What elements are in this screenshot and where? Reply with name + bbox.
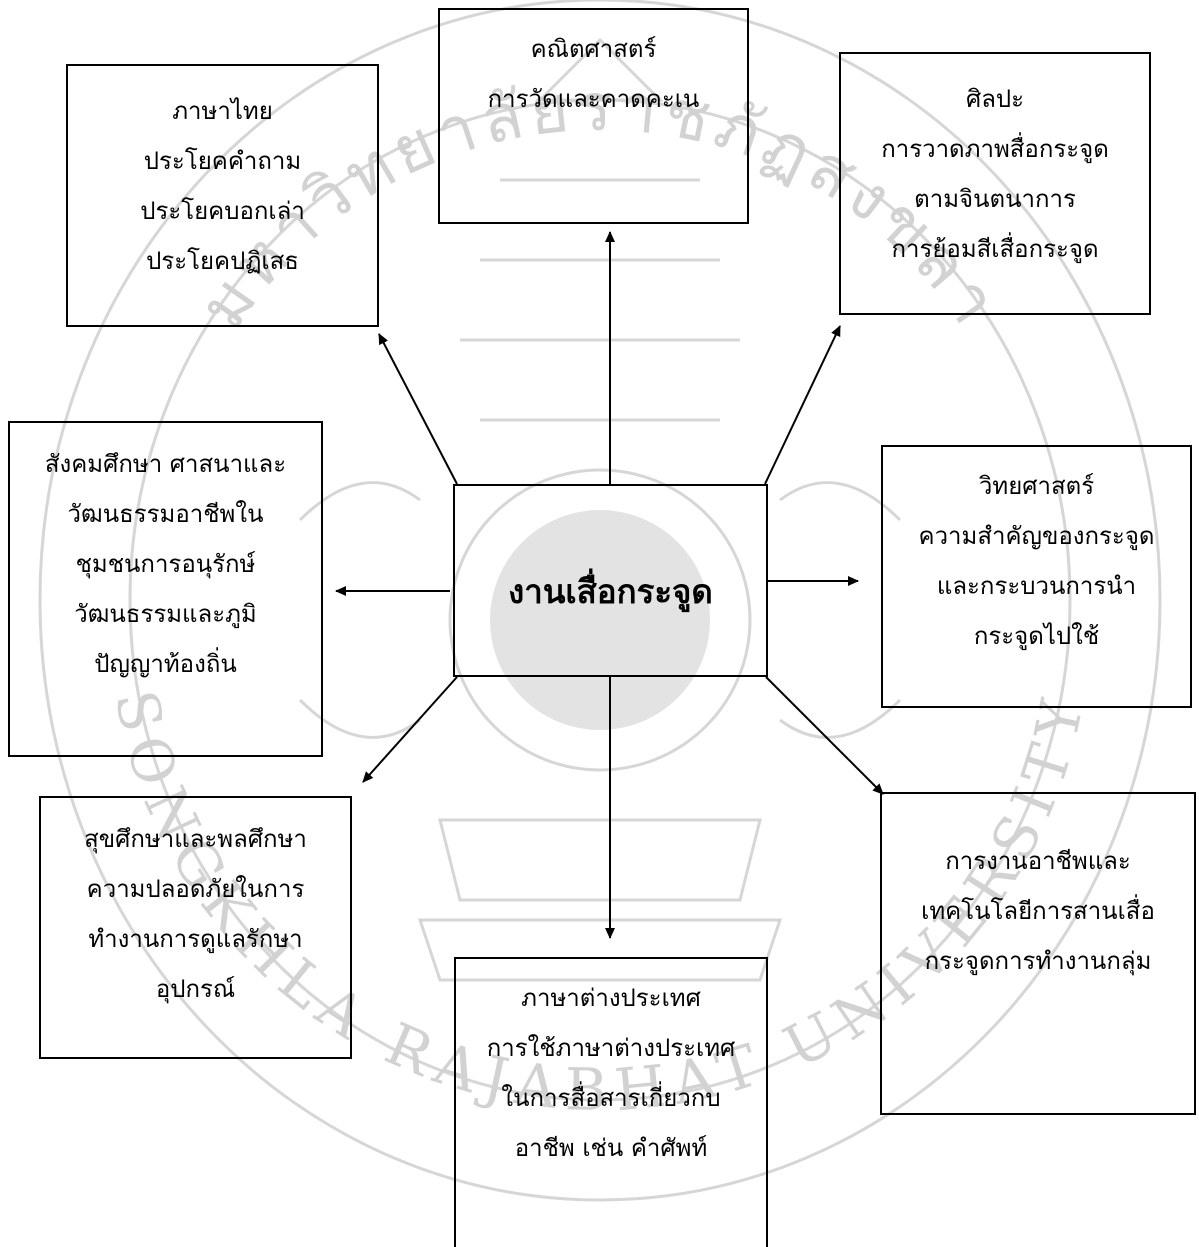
node-career-line: กระจูดการทำงานกลุ่ม (924, 947, 1152, 975)
node-foreign-line: ในการสื่อสารเกี่ยวกบ (501, 1084, 721, 1112)
node-foreign: ภาษาต่างประเทศ การใช้ภาษาต่างประเทศ ในกา… (454, 957, 768, 1247)
arrow-to-career (765, 676, 884, 795)
node-health-line: อุปกรณ์ (155, 975, 236, 1003)
node-science: วิทยศาสตร์ ความสำคัญของกระจูด และกระบวนก… (881, 445, 1192, 708)
node-health-line: ทำงานการดูแลรักษา (88, 925, 303, 953)
node-art: ศิลปะ การวาดภาพสื่อกระจูด ตามจินตนาการ ก… (839, 52, 1151, 315)
node-social-line: ปัญญาท้องถิ่น (94, 650, 237, 678)
node-math: คณิตศาสตร์ การวัดและคาดคะเน (438, 8, 749, 224)
node-foreign-line: การใช้ภาษาต่างประเทศ (486, 1034, 736, 1062)
node-thai: ภาษาไทย ประโยคคำถาม ประโยคบอกเล่า ประโยค… (66, 64, 379, 327)
node-social-title: สังคมศึกษา ศาสนาและ (44, 450, 287, 478)
node-career-title: การงานอาชีพและ (945, 847, 1131, 875)
node-social-line: วัฒนธรรมอาชีพใน (67, 500, 264, 528)
node-science-title: วิทยศาสตร์ (978, 472, 1095, 500)
connector-arrows (335, 231, 884, 939)
node-thai-line: ประโยคปฏิเสธ (146, 247, 299, 275)
node-math-line: การวัดและคาดคะเน (487, 85, 700, 113)
node-art-line: ตามจินตนาการ (914, 185, 1076, 213)
node-health: สุขศึกษาและพลศึกษา ความปลอดภัยในการ ทำงา… (39, 796, 352, 1059)
node-science-line: ความสำคัญของกระจูด (918, 522, 1155, 550)
arrow-to-art (764, 325, 841, 485)
node-social-line: ชุมชนการอนุรักษ์ (75, 550, 256, 578)
node-science-line: กระจูดไปใช้ (973, 622, 1100, 650)
node-social-line: วัฒนธรรมและภูมิ (74, 600, 257, 628)
concept-map: มหาวิทยาลัยราชภัฏสงขลา SONGKHLA RAJABHAT… (8, 0, 1196, 1247)
center-node: งานเสื่อกระจูด (453, 484, 768, 677)
node-math-title: คณิตศาสตร์ (530, 35, 657, 63)
node-foreign-line: อาชีพ เช่น คำศัพท์ (514, 1134, 708, 1162)
node-health-title: สุขศึกษาและพลศึกษา (84, 825, 307, 853)
node-career: การงานอาชีพและ เทคโนโลยีการสานเสื่อ กระจ… (880, 792, 1196, 1115)
node-career-line: เทคโนโลยีการสานเสื่อ (921, 897, 1155, 925)
node-science-line: และกระบวนการนำ (936, 572, 1137, 600)
node-thai-title: ภาษาไทย (172, 97, 273, 125)
node-thai-line: ประโยคบอกเล่า (140, 197, 305, 225)
center-node-label: งานเสื่อกระจูด (508, 572, 713, 611)
node-thai-line: ประโยคคำถาม (143, 147, 302, 175)
arrow-to-thai (378, 333, 458, 485)
node-foreign-title: ภาษาต่างประเทศ (521, 984, 701, 1012)
node-art-line: การย้อมสีเสื่อกระจูด (891, 235, 1099, 263)
node-art-title: ศิลปะ (965, 85, 1025, 113)
node-art-line: การวาดภาพสื่อกระจูด (881, 135, 1109, 163)
arrow-to-health (362, 676, 458, 783)
node-social: สังคมศึกษา ศาสนาและ วัฒนธรรมอาชีพใน ชุมช… (8, 421, 323, 757)
node-health-line: ความปลอดภัยในการ (86, 875, 305, 903)
